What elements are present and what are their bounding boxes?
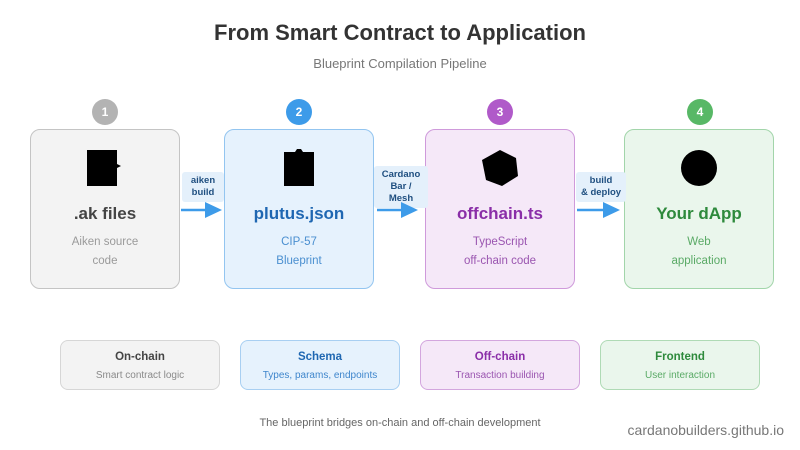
step-description-line: code — [92, 255, 118, 267]
arrow-right-icon — [577, 202, 620, 218]
step-card-ak-files: .ak files Aiken source code — [30, 129, 180, 289]
arrow-right-icon — [377, 202, 418, 218]
step-description-line: Web — [687, 236, 711, 248]
step-badge-1: 1 — [92, 99, 118, 125]
legend-title: Off-chain — [474, 351, 526, 363]
circle-app-icon — [681, 150, 717, 186]
step-badge-4: 4 — [687, 99, 713, 125]
arrow-right-icon — [181, 202, 222, 218]
step-description-line: CIP-57 — [281, 236, 317, 248]
footer-caption: The blueprint bridges on-chain and off-c… — [259, 417, 541, 429]
step-description: TypeScript off-chain code — [436, 233, 564, 271]
square-document-icon — [87, 150, 121, 186]
legend-schema: Schema Types, params, endpoints — [240, 340, 400, 390]
step-name: .ak files — [73, 204, 137, 223]
step-name: offchain.ts — [457, 204, 543, 223]
arrow-label-aiken-build: aiken build — [182, 172, 224, 202]
arrow-label-line: & deploy — [580, 187, 622, 198]
step-description-line: Aiken source — [71, 236, 139, 248]
arrow-label-cardano-bar-mesh: Cardano Bar / Mesh — [374, 166, 428, 208]
step-card-your-dapp: Your dApp Web application — [624, 129, 774, 289]
arrow-label-line: Cardano — [381, 169, 421, 180]
step-badge-2: 2 — [286, 99, 312, 125]
legend-off-chain: Off-chain Transaction building — [420, 340, 580, 390]
step-description-line: off-chain code — [463, 255, 537, 267]
legend-title: Frontend — [655, 351, 705, 363]
step-description-line: application — [671, 255, 727, 267]
arrow-label-line: aiken — [190, 175, 216, 186]
step-description: Aiken source code — [41, 233, 169, 271]
arrow-label-build-deploy: build & deploy — [576, 172, 626, 202]
legend-title: On-chain — [115, 351, 165, 363]
legend-on-chain: On-chain Smart contract logic — [60, 340, 220, 390]
step-name: plutus.json — [253, 204, 345, 223]
legend-title: Schema — [297, 351, 343, 363]
legend-description: Types, params, endpoints — [262, 370, 378, 381]
diagram-subtitle: Blueprint Compilation Pipeline — [313, 56, 487, 71]
step-card-offchain-ts: offchain.ts TypeScript off-chain code — [425, 129, 575, 289]
step-description-line: Blueprint — [276, 255, 322, 267]
step-description: Web application — [635, 233, 763, 271]
legend-description: Transaction building — [455, 370, 545, 381]
json-file-icon — [284, 149, 314, 186]
legend-description: User interaction — [644, 370, 716, 381]
step-description-line: TypeScript — [472, 236, 528, 248]
source-watermark: cardanobuilders.github.io — [627, 422, 784, 438]
arrow-label-line: build — [589, 175, 613, 186]
diagram-title: From Smart Contract to Application — [214, 20, 586, 45]
hexagon-icon — [482, 150, 518, 186]
step-name: Your dApp — [656, 204, 742, 223]
legend-frontend: Frontend User interaction — [600, 340, 760, 390]
legend-description: Smart contract logic — [95, 370, 185, 381]
step-badge-3: 3 — [487, 99, 513, 125]
arrow-label-line: Bar / Mesh — [388, 181, 414, 204]
step-card-plutus-json: plutus.json CIP-57 Blueprint — [224, 129, 374, 289]
step-description: CIP-57 Blueprint — [235, 233, 363, 271]
arrow-label-line: build — [191, 187, 215, 198]
